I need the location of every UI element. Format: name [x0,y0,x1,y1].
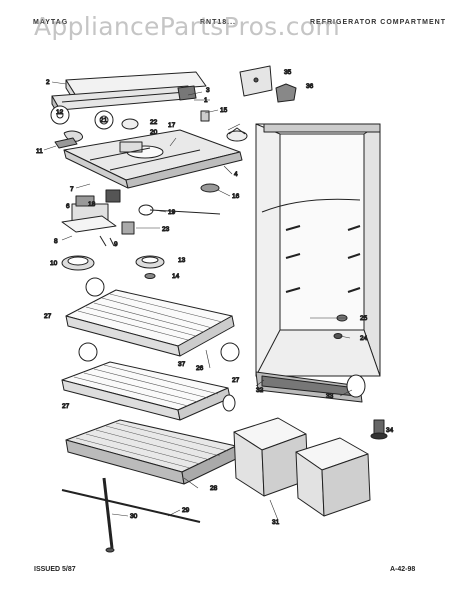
callout-2: 2 [46,79,50,86]
top-brackets [239,65,297,103]
callout-13: 13 [178,257,186,264]
callout-19: 19 [168,209,176,216]
callout-36: 36 [306,83,314,90]
callout-27-mid: 27 [62,403,70,410]
base-grille [255,371,363,403]
drain-tube [61,477,201,553]
callout-6: 6 [66,203,70,210]
callout-3: 3 [206,87,210,94]
callout-37: 37 [178,361,186,368]
crisper-cover-shelf [65,419,239,485]
callout-18: 18 [88,201,96,208]
callout-12: 12 [56,109,64,116]
callout-30: 30 [130,513,138,520]
callout-26: 26 [196,365,204,372]
middle-shelf [61,361,236,421]
light-socket-assembly [61,189,221,247]
control-housing [51,71,207,119]
damper-parts [200,110,248,193]
callout-31: 31 [272,519,280,526]
callout-35: 35 [284,69,292,76]
callout-33: 33 [326,393,334,400]
callout-1: 1 [204,97,208,104]
callout-32: 32 [256,387,264,394]
callout-labels: 1 2 3 4 6 7 8 9 10 11 12 13 14 15 16 17 … [36,69,395,527]
callout-22: 22 [150,119,158,126]
footer-issued-date: ISSUED 5/87 [34,566,76,573]
callout-21: 21 [100,117,108,124]
callout-23: 23 [162,226,170,233]
callout-9: 9 [114,241,118,248]
callout-16: 16 [232,193,240,200]
control-components [50,105,139,149]
callout-29: 29 [182,507,190,514]
header-section-title: REFRIGERATOR COMPARTMENT [310,19,446,26]
callout-15: 15 [220,107,228,114]
leader-lines [43,81,353,521]
callout-24: 24 [360,335,368,342]
leveling-leg [346,374,388,440]
ceiling-cover [63,129,243,189]
callout-11: 11 [36,148,43,155]
callout-28: 28 [210,485,218,492]
callout-7: 7 [70,186,74,193]
callout-4: 4 [234,171,238,178]
callout-27-side: 27 [232,377,240,384]
watermark-text: AppliancePartsPros.com [34,12,341,41]
header-brand: MAYTAG [33,19,69,26]
callout-25: 25 [360,315,368,322]
callout-17: 17 [168,122,176,129]
callout-10: 10 [50,260,58,267]
crisper-drawers [233,417,371,517]
callout-14: 14 [172,273,180,280]
callout-27-top: 27 [44,313,52,320]
callout-8: 8 [54,238,58,245]
upper-shelf [65,277,240,362]
refrigerator-liner [255,123,381,377]
callout-34: 34 [386,427,394,434]
roller-parts [61,255,165,279]
footer-page-number: A-42-98 [390,566,416,573]
header-model: RNT18... [200,19,237,26]
callout-20: 20 [150,129,158,136]
